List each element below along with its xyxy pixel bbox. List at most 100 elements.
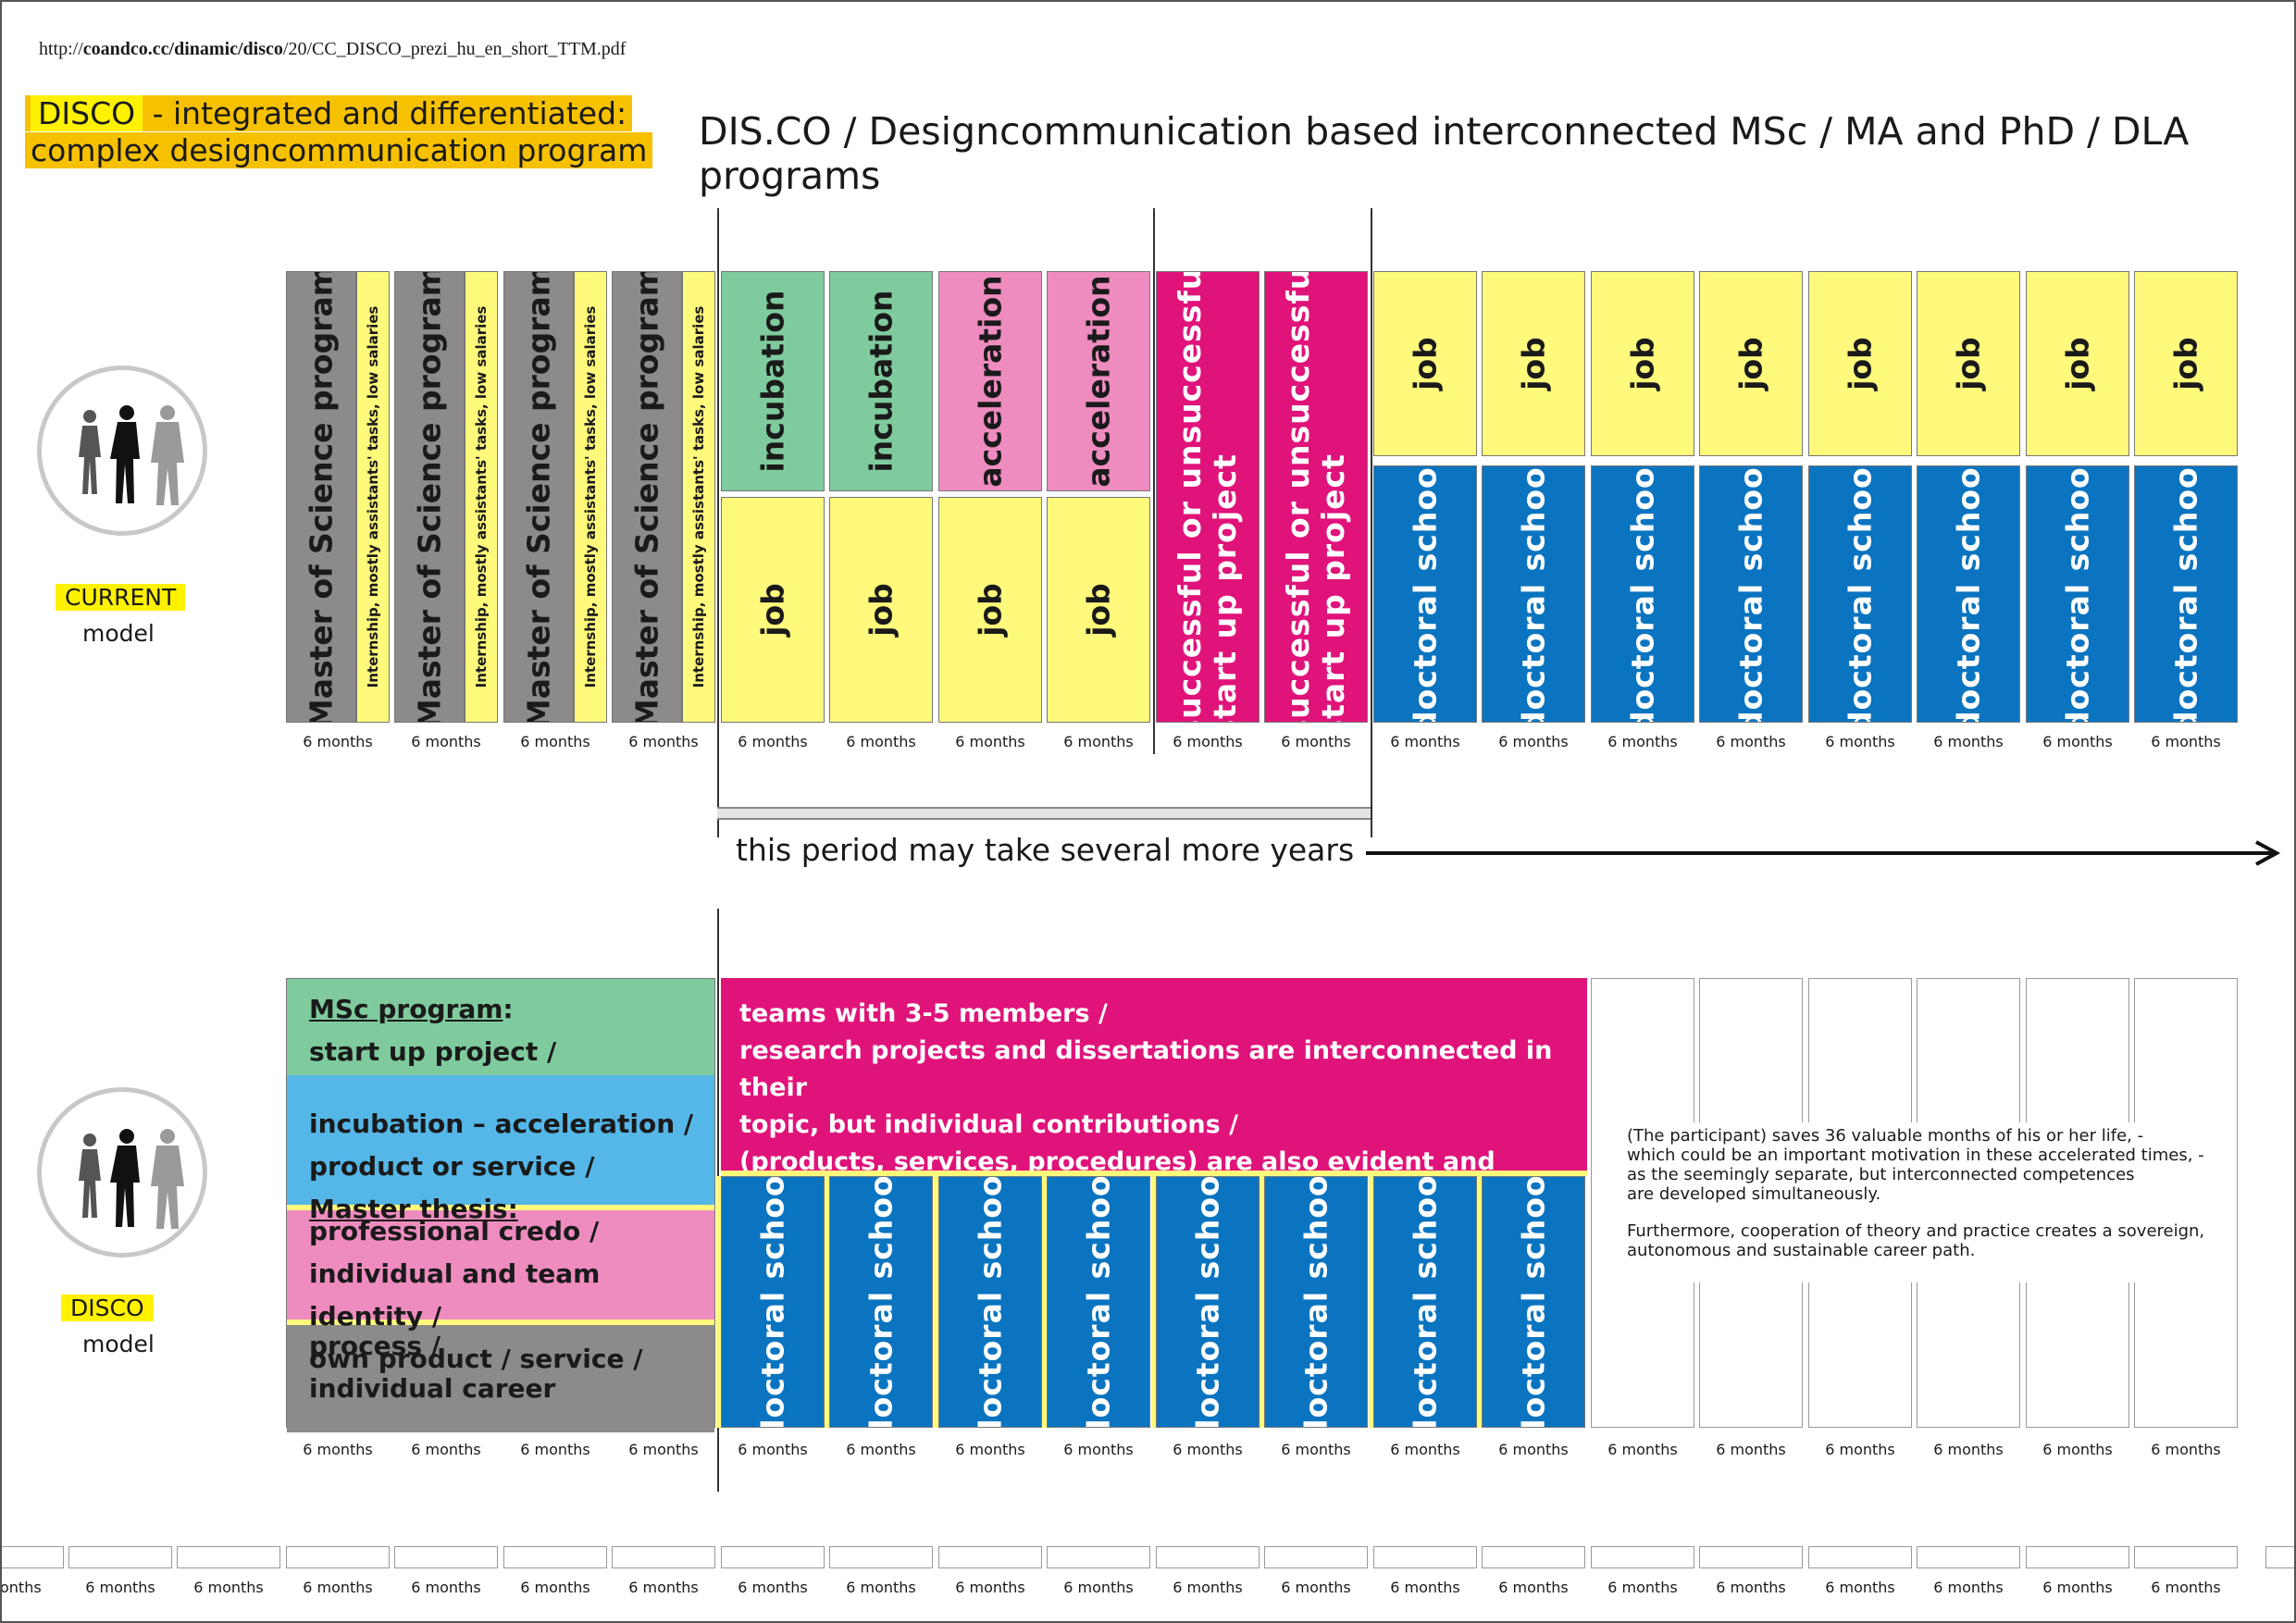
months-label: 6 months <box>1498 1579 1569 1596</box>
job-block: job <box>1373 271 1477 456</box>
months-label: 6 months <box>1716 1579 1786 1596</box>
internship-strip-label: Internship, mostly assistants' tasks, lo… <box>365 305 381 688</box>
career-section: process / individual career <box>287 1325 714 1432</box>
doctoral-block: doctoral school <box>2026 465 2129 723</box>
months-label: 6 months <box>1390 1441 1460 1458</box>
footer-box <box>394 1546 498 1568</box>
incubation-block-label: incubation <box>754 290 791 473</box>
doctoral-block-label: doctoral school <box>1080 1176 1117 1428</box>
doctoral-block-label: doctoral school <box>972 1176 1009 1428</box>
doctoral-block-label: doctoral school <box>2059 465 2096 723</box>
program-banner: DISCO - integrated and differentiated: c… <box>25 95 653 168</box>
startup-line-2: start up project <box>1207 453 1243 723</box>
job-block-label: job <box>863 583 900 637</box>
months-label: 6 months <box>1607 1579 1678 1596</box>
current-model-label: model <box>82 620 155 647</box>
months-label: 6 months <box>2151 733 2221 750</box>
doctoral-block: doctoral school <box>1917 465 2020 723</box>
months-label: 6 months <box>303 1441 373 1458</box>
doctoral-block-label: doctoral school <box>863 1176 900 1428</box>
doctoral-block: doctoral school <box>2134 465 2238 723</box>
footer-box <box>1373 1546 1477 1568</box>
banner-line-2: complex designcommunication program <box>25 132 653 168</box>
months-label: 6 months <box>1933 733 2004 750</box>
footer-box <box>829 1546 933 1568</box>
yellow-gap <box>1477 1176 1482 1428</box>
footer-box <box>286 1546 390 1568</box>
msc-block-label: Master of Science program <box>411 271 448 723</box>
footer-box <box>721 1546 825 1568</box>
startup-line-1: successful or unsuccessful <box>1280 271 1316 723</box>
doctoral-block-label: doctoral school <box>1842 465 1879 723</box>
doctoral-block: doctoral school <box>1591 465 1694 723</box>
months-label: 6 months <box>846 1441 916 1458</box>
job-block: job <box>2026 271 2129 456</box>
months-label: 6 months <box>846 1579 916 1596</box>
acceleration-block-label: acceleration <box>1080 275 1117 488</box>
months-label: 6 months <box>1390 733 1460 750</box>
months-label: 6 months <box>1063 733 1134 750</box>
period-bracket <box>717 807 1371 820</box>
months-label: 6 months <box>1825 733 1895 750</box>
msc-block: Master of Science program <box>503 271 574 723</box>
doctoral-block: doctoral school <box>1264 1176 1368 1428</box>
acceleration-block: acceleration <box>1047 271 1150 491</box>
months-label: 6 months <box>955 1579 1025 1596</box>
doctoral-block-label: doctoral school <box>1950 465 1987 723</box>
msc-block-label: Master of Science program <box>628 271 665 723</box>
job-block: job <box>721 497 825 723</box>
job-block-label: job <box>972 583 1009 637</box>
acceleration-block-label: acceleration <box>972 275 1009 488</box>
footer-box <box>177 1546 280 1568</box>
yellow-gap <box>934 1176 938 1428</box>
months-label: 6 months <box>1933 1441 2004 1458</box>
job-block-label: job <box>1515 337 1552 390</box>
internship-strip: Internship, mostly assistants' tasks, lo… <box>574 271 607 723</box>
job-block: job <box>1591 271 1694 456</box>
yellow-gap <box>716 1176 721 1428</box>
months-label: 6 months <box>520 1579 590 1596</box>
doctoral-block: doctoral school <box>1482 1176 1585 1428</box>
people-circle-current <box>37 365 207 536</box>
footer-box <box>2026 1546 2129 1568</box>
months-label: 6 months <box>738 1441 808 1458</box>
job-block-label: job <box>2059 337 2096 390</box>
msc-block-label: Master of Science program <box>303 271 340 723</box>
doctoral-block: doctoral school <box>1047 1176 1150 1428</box>
doctoral-block-label: doctoral school <box>1515 1176 1552 1428</box>
incubation-block: incubation <box>829 271 933 491</box>
separator-doctoral <box>1371 208 1372 837</box>
months-label: 6 months <box>1933 1579 2004 1596</box>
footer-box <box>938 1546 1042 1568</box>
months-label: 6 months <box>411 1579 481 1596</box>
months-label: 6 months <box>1825 1441 1895 1458</box>
footer-box <box>1699 1546 1803 1568</box>
disco-tag: DISCO <box>61 1295 154 1321</box>
doctoral-block: doctoral school <box>1373 465 1477 723</box>
months-label: 6 months <box>1173 1579 1243 1596</box>
incubation-block: incubation <box>721 271 825 491</box>
footer-box <box>68 1546 172 1568</box>
msc-block: Master of Science program <box>394 271 465 723</box>
months-label: 6 months <box>628 733 699 750</box>
months-label: 6 months <box>1498 733 1569 750</box>
source-url: http://coandco.cc/dinamic/disco/20/CC_DI… <box>39 39 627 59</box>
job-block: job <box>1047 497 1150 723</box>
current-tag: CURRENT <box>56 584 186 611</box>
doctoral-block: doctoral school <box>829 1176 933 1428</box>
months-label: 6 months <box>303 1579 373 1596</box>
savings-note: (The participant) saves 36 valuable mont… <box>1618 1122 2228 1282</box>
internship-strip: Internship, mostly assistants' tasks, lo… <box>682 271 715 723</box>
months-label: 6 months <box>1716 1441 1786 1458</box>
job-block-label: job <box>1407 337 1444 390</box>
months-label: 6 months <box>955 733 1025 750</box>
people-icon <box>79 1129 184 1229</box>
people-circle-disco <box>37 1087 207 1258</box>
doctoral-block: doctoral school <box>1373 1176 1477 1428</box>
separator-startup <box>1153 208 1155 754</box>
thesis-section: professional credo / individual and team… <box>287 1210 714 1374</box>
months-label: 6 months <box>846 733 916 750</box>
footer-box <box>503 1546 607 1568</box>
yellow-gap <box>1369 1176 1373 1428</box>
job-block: job <box>1917 271 2020 456</box>
